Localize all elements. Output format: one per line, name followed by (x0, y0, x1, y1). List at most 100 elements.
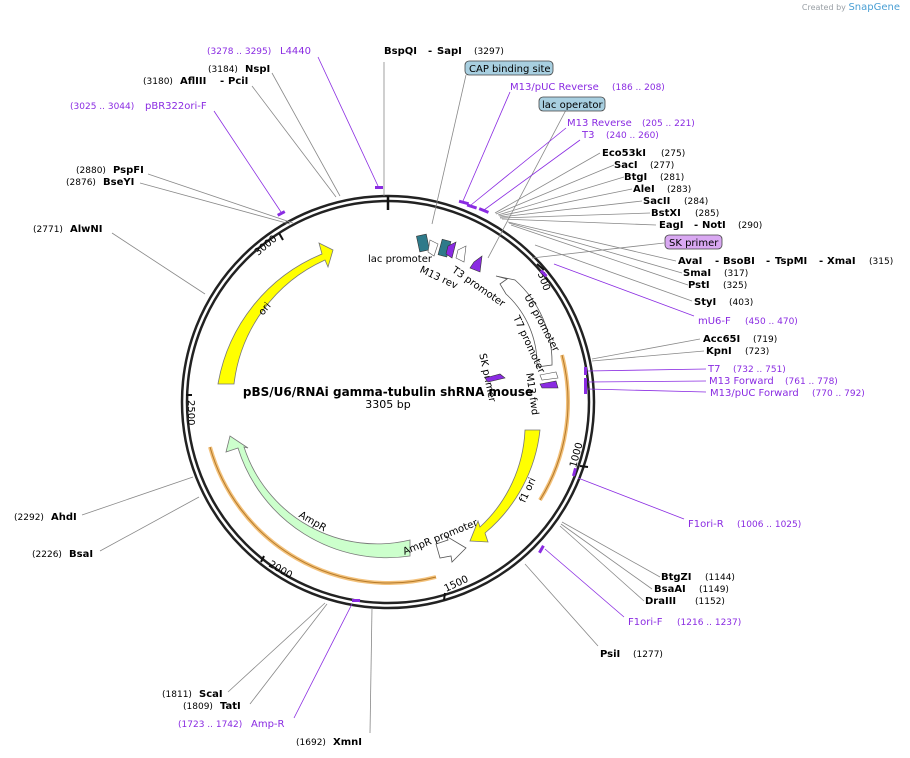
lac-promoter-mark[interactable] (427, 239, 439, 257)
primer-t7[interactable]: T7(732 .. 751) (707, 364, 786, 375)
site-tspmi: TspMI (775, 256, 807, 267)
leader-psii (524, 563, 599, 647)
site-name: AlwNI (70, 224, 103, 235)
sk-primer-inner-mark[interactable] (484, 373, 506, 383)
site-alwni[interactable]: (2771) AlwNI (33, 224, 103, 235)
ampr-feature[interactable]: AmpR (225, 435, 411, 559)
primer-mu6-f[interactable]: mU6-F(450 .. 470) (698, 316, 798, 327)
primer-f1ori-f[interactable]: F1ori-F(1216 .. 1237) (628, 617, 741, 628)
site-scai[interactable]: (1811)ScaI (162, 689, 223, 700)
site-psii[interactable]: PsiI(1277) (600, 649, 663, 660)
sep: - (766, 256, 770, 267)
site-eco53ki[interactable]: Eco53kI(275) (602, 148, 685, 159)
primer-l4440[interactable]: (3278 .. 3295) L4440 (207, 46, 311, 57)
site-saci[interactable]: SacI(277) (614, 160, 674, 171)
site-tati[interactable]: (1809)TatI (183, 701, 241, 712)
site-name: Acc65I (703, 334, 740, 345)
leader-eagi (501, 218, 657, 226)
site-sacii[interactable]: SacII(284) (643, 196, 708, 207)
m13-fwd-mark[interactable] (539, 380, 559, 389)
primer-m13-puc-reverse[interactable]: M13/pUC Reverse(186 .. 208) (510, 82, 665, 93)
sk-primer-box[interactable]: SK primer (664, 234, 723, 250)
site-ahdi[interactable]: (2292)AhdI (14, 512, 77, 523)
site-name: SacI (614, 160, 638, 171)
site-name: PspFI (113, 165, 144, 176)
primer-name: L4440 (280, 46, 311, 57)
leader-nspi (271, 72, 341, 197)
site-eagi-noti[interactable]: EagI-NotI(290) (659, 220, 762, 231)
site-nspi[interactable]: (3184)NspI (208, 64, 270, 75)
site-xmni[interactable]: (1692)XmnI (296, 737, 362, 748)
primer-m13-puc-forward[interactable]: M13/pUC Forward(770 .. 792) (710, 388, 865, 399)
highlight-arc-bottom (208, 446, 437, 585)
site-sapi: SapI (437, 46, 462, 57)
site-pos: (403) (729, 298, 753, 308)
leader-eco53ki (494, 152, 601, 214)
sk-primer-mark[interactable] (469, 255, 483, 273)
primer-pos: (205 .. 221) (642, 119, 695, 129)
site-bseyi[interactable]: (2876)BseYI (66, 177, 134, 188)
cap-site-mark[interactable] (416, 233, 430, 253)
primer-pos: (1216 .. 1237) (677, 618, 741, 628)
cap-binding-box[interactable]: CAP binding site (464, 60, 554, 76)
lac-operator-box[interactable]: lac operator (538, 96, 606, 112)
site-pos: (281) (660, 173, 684, 183)
t7-promoter-mark[interactable] (539, 371, 559, 381)
leader-t7 (587, 368, 707, 372)
primer-t3[interactable]: T3(240 .. 260) (581, 130, 659, 141)
site-bsaai[interactable]: BsaAI(1149) (654, 584, 729, 595)
site-btgzi[interactable]: BtgZI(1144) (661, 572, 735, 583)
site-kpni[interactable]: KpnI(723) (706, 346, 769, 357)
site-name: SacII (643, 196, 670, 207)
leader-smai (508, 222, 683, 274)
site-pos: (1149) (699, 585, 729, 595)
primer-amp-r[interactable]: (1723 .. 1742)Amp-R (178, 719, 285, 730)
site-alei[interactable]: AleI(283) (633, 184, 691, 195)
leader-bsai (99, 496, 200, 552)
site-pos: (317) (724, 269, 748, 279)
primer-name: mU6-F (698, 316, 731, 327)
site-acc65i[interactable]: Acc65I(719) (703, 334, 777, 345)
m13-rev-mark[interactable] (445, 241, 457, 259)
ori-arrow[interactable] (217, 242, 334, 385)
primer-f1ori-r[interactable]: F1ori-R(1006 .. 1025) (688, 519, 801, 530)
site-pos: (3180) (143, 77, 173, 87)
leader-afliii (251, 85, 337, 198)
primer-pbr322ori-f[interactable]: (3025 .. 3044)pBR322ori-F (70, 101, 207, 112)
plasmid-name: pBS/U6/RNAi gamma-tubulin shRNA mouse (243, 385, 533, 399)
site-btgi[interactable]: BtgI(281) (624, 172, 684, 183)
site-eagi: EagI (659, 220, 683, 231)
site-pspfi[interactable]: (2880)PspFI (76, 165, 144, 176)
site-name: TatI (220, 701, 241, 712)
leader-kpni (591, 350, 705, 362)
leader-draiii (559, 525, 645, 602)
site-bstxi[interactable]: BstXI(285) (651, 208, 719, 219)
site-psti[interactable]: PstI(325) (688, 280, 747, 291)
site-afliii-pci[interactable]: (3180)AflIII-PciI (143, 76, 248, 87)
ampr-promoter-feature[interactable]: AmpR promoter (401, 517, 480, 563)
site-name: PsiI (600, 649, 620, 660)
ampr-promoter-arrow[interactable] (435, 534, 467, 563)
lac-region[interactable]: lac promoter M13 rev T3 promoter (368, 233, 507, 310)
t3-promoter-mark[interactable] (455, 245, 467, 263)
site-pos: (2771) (33, 225, 63, 235)
tick-mark-1000 (579, 465, 589, 468)
primer-name: M13/pUC Reverse (510, 82, 599, 93)
site-pos: (315) (869, 257, 893, 267)
site-styi[interactable]: StyI(403) (694, 297, 753, 308)
site-bsai[interactable]: (2226)BsaI (32, 549, 93, 560)
f1-ori-arrow[interactable] (469, 429, 541, 543)
site-bspqi-sapi[interactable]: BspQI-SapI(3297) (384, 46, 504, 57)
site-avai-group[interactable]: AvaI-BsoBI-TspMI-XmaI(315) (678, 256, 893, 267)
u6-promoter-arrow[interactable] (495, 275, 553, 368)
primer-m13-reverse[interactable]: M13 Reverse(205 .. 221) (567, 118, 695, 129)
primer-pos: (3278 .. 3295) (207, 47, 271, 57)
sep: - (715, 256, 719, 267)
ampr-arrow[interactable] (225, 435, 411, 559)
site-draiii[interactable]: DraIII(1152) (645, 596, 725, 607)
f1-ori-feature[interactable]: f1 ori (469, 429, 541, 543)
primer-m13-forward[interactable]: M13 Forward(761 .. 778) (709, 376, 838, 387)
site-smai[interactable]: SmaI(317) (683, 268, 748, 279)
primer-name: M13/pUC Forward (710, 388, 799, 399)
